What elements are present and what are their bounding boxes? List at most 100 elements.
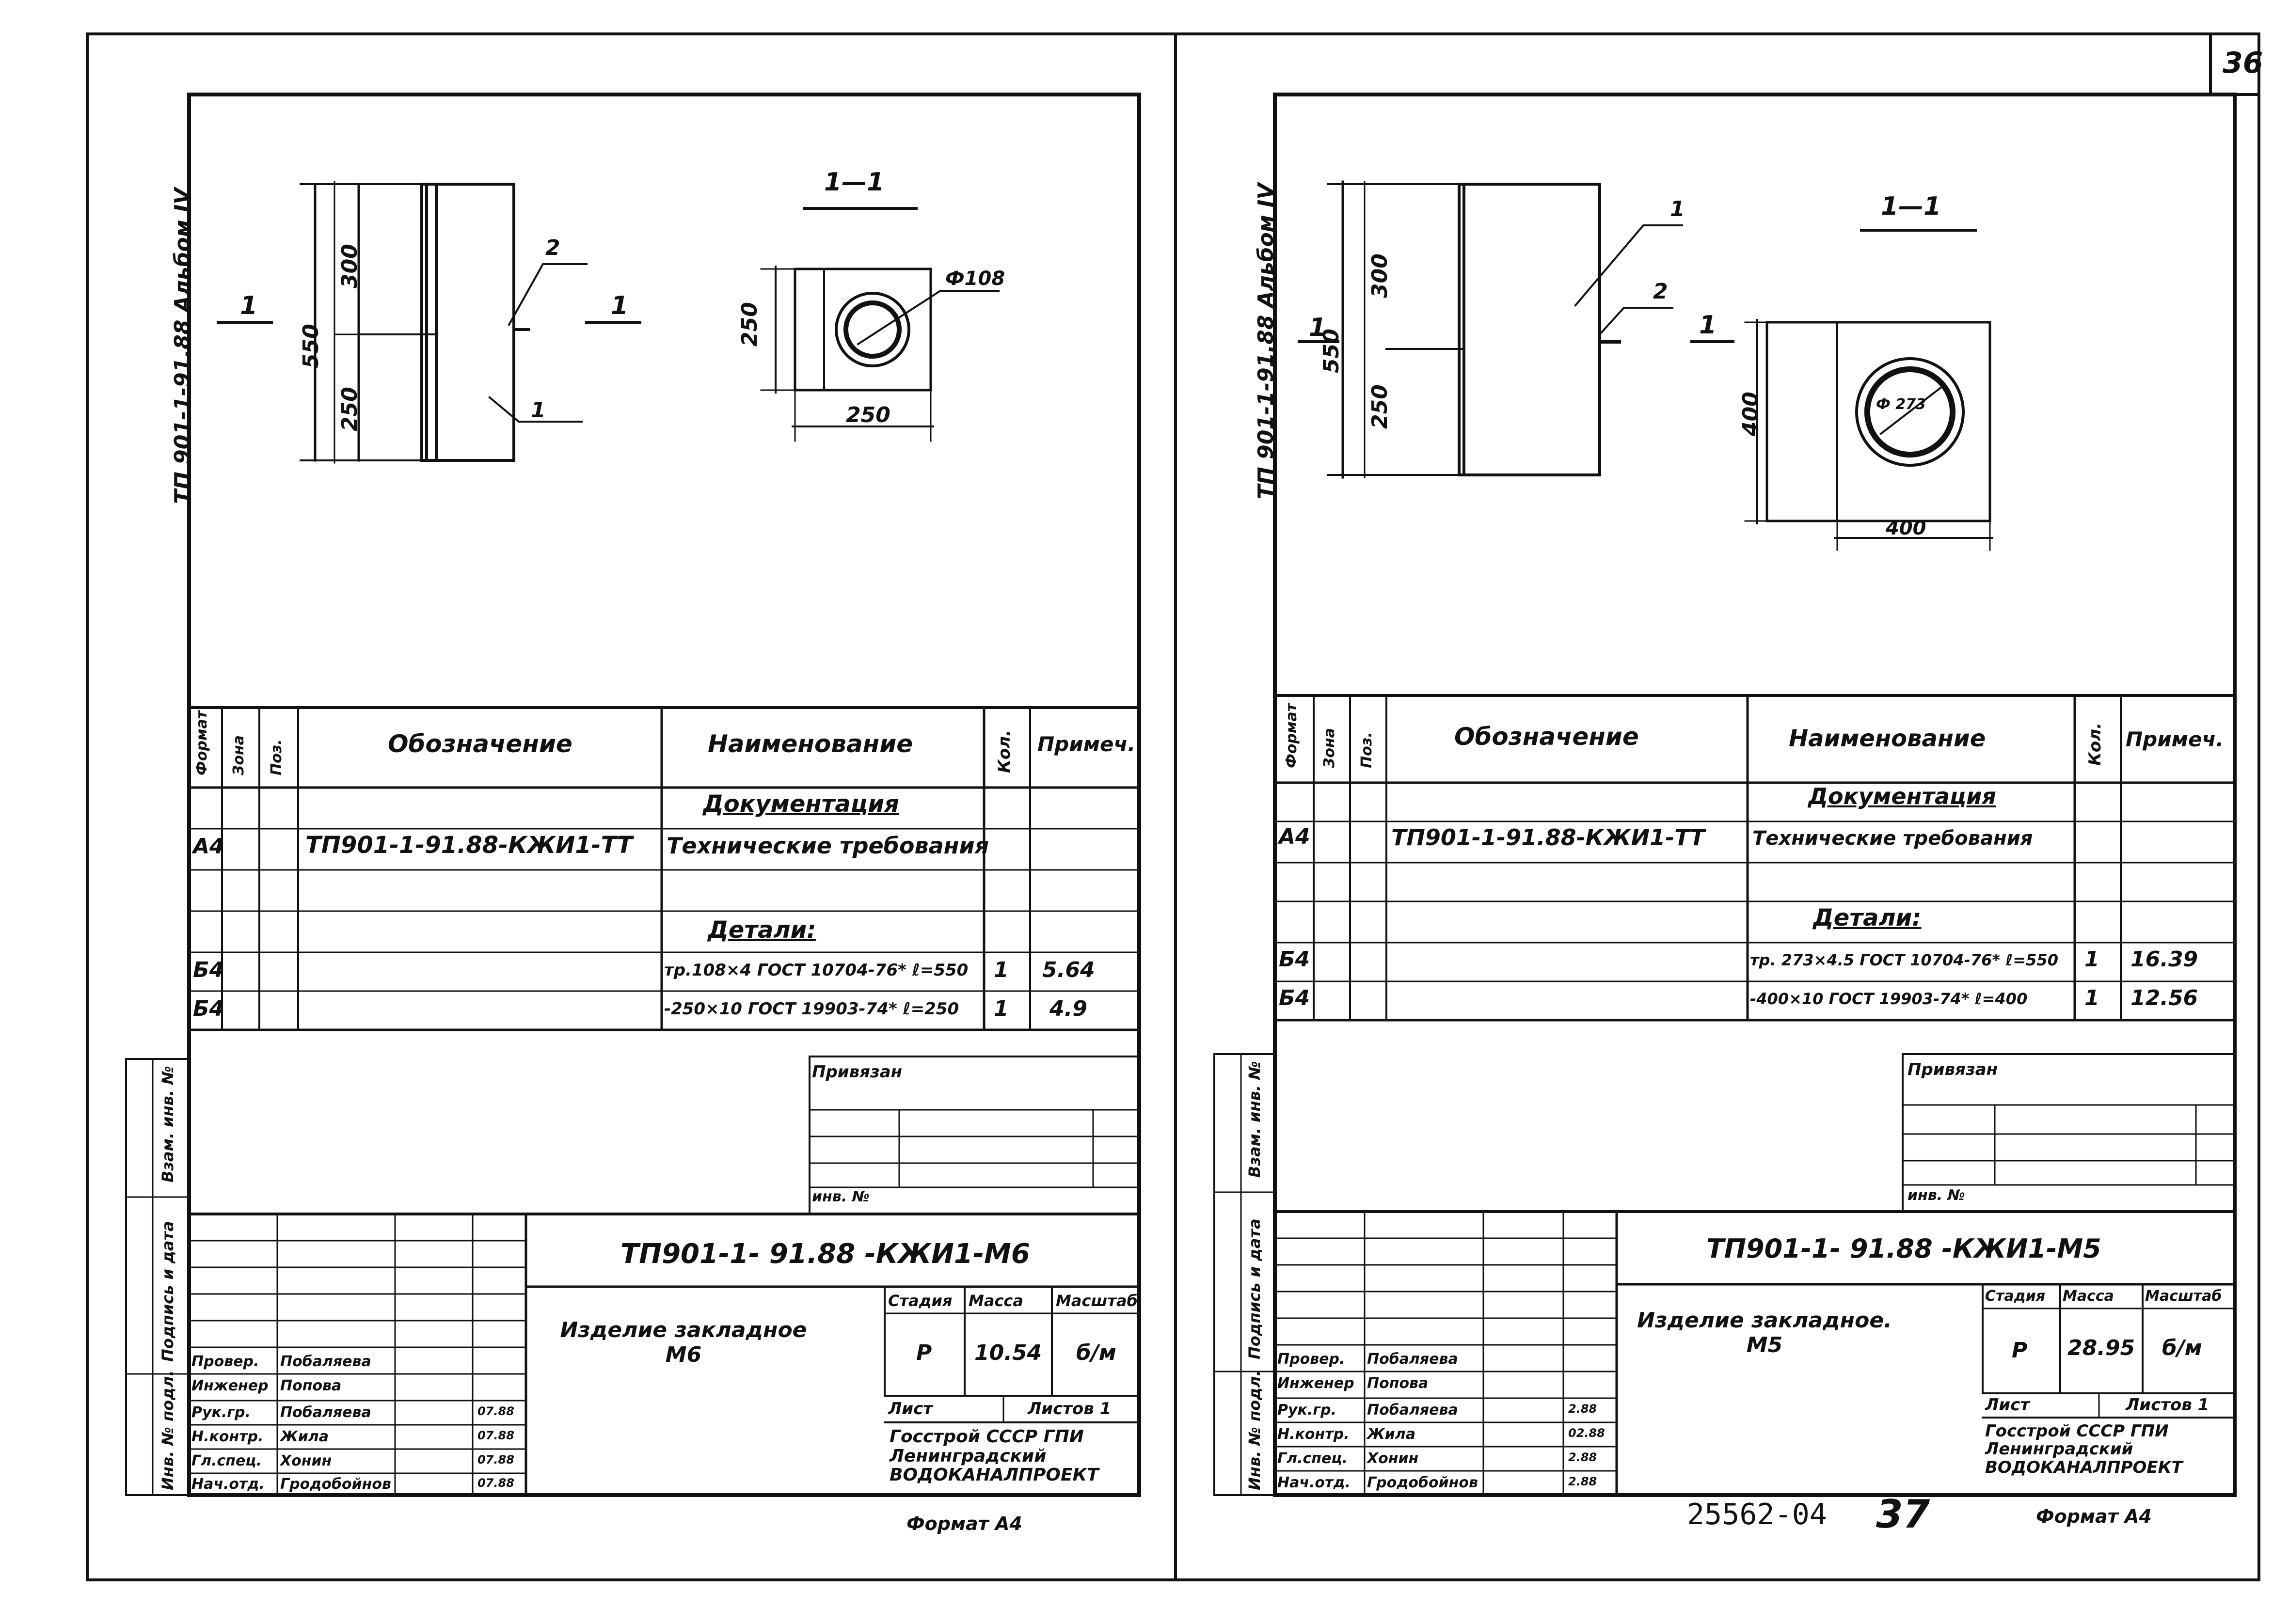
inv-no-left: инв. № — [812, 1188, 870, 1205]
role-2-name-left: Побаляева — [280, 1404, 371, 1421]
org-left: Госстрой СССР ГПИ Ленинградский ВОДОКАНА… — [890, 1427, 1099, 1485]
item-name-left: Изделие закладное М6 — [560, 1318, 807, 1367]
role-0-right: Провер. — [1277, 1351, 1345, 1368]
stamp-inv-left: Инв. № подл. — [159, 1370, 177, 1490]
scale-left: б/м — [1076, 1340, 1116, 1365]
spec-row-right-4-name: тр. 273×4.5 ГОСТ 10704-76* ℓ=550 — [1750, 951, 2058, 969]
role-1-right: Инженер — [1277, 1375, 1354, 1392]
drawing-code-right: ТП901-1- 91.88 -КЖИ1-М5 — [1706, 1233, 2101, 1264]
hdr-designation-left: Обозначение — [388, 730, 572, 758]
pipe-dia-right: Ф 273 — [1876, 396, 1926, 413]
spec-row-right-3-name: Детали: — [1813, 904, 1922, 931]
sheets-lbl-right: Листов 1 — [2126, 1395, 2210, 1415]
dim-upper-left: 300 — [337, 244, 362, 288]
mass-hdr-right: Масса — [2063, 1288, 2114, 1305]
hdr-note-right: Примеч. — [2126, 727, 2224, 751]
spec-row-left-1-designation: ТП901-1-91.88-КЖИ1-ТТ — [305, 832, 633, 859]
role-3-name-left: Жила — [280, 1428, 329, 1445]
album-ref-right: ТП 901-1-91.88 Альбом IV — [1254, 183, 1278, 499]
role-0-name-right: Побаляева — [1367, 1351, 1458, 1368]
spec-row-left-1-name: Технические требования — [667, 833, 989, 859]
document-code: 25562-04 — [1687, 1498, 1827, 1531]
role-5-name-right: Гродобойнов — [1367, 1474, 1478, 1491]
stage-hdr-left: Стадия — [888, 1292, 953, 1310]
hdr-qty-left: Кол. — [995, 730, 1014, 773]
callout-2-left: 2 — [545, 236, 560, 260]
spec-row-left-4-note: 5.64 — [1042, 958, 1095, 982]
role-1-left: Инженер — [191, 1377, 269, 1394]
privyazan-left: Привязан — [812, 1062, 903, 1082]
spec-row-left-1-format: А4 — [193, 834, 224, 859]
role-2-right: Рук.гр. — [1277, 1402, 1336, 1419]
spec-row-left-5-note: 4.9 — [1049, 996, 1087, 1021]
section-mark-left-b: 1 — [611, 291, 629, 320]
scale-hdr-right: Масштаб — [2145, 1288, 2222, 1305]
role-5-right: Нач.отд. — [1277, 1474, 1351, 1491]
role-4-right: Гл.спец. — [1277, 1450, 1348, 1467]
callout-1-left: 1 — [531, 398, 546, 423]
role-3-date-left: 07.88 — [477, 1429, 514, 1442]
spec-row-right-4-qty: 1 — [2084, 947, 2099, 972]
plate-w-left: 250 — [846, 403, 890, 427]
pipe-dia-left: Ф108 — [945, 268, 1005, 290]
hdr-zone-left: Зона — [230, 735, 247, 775]
role-3-right: Н.контр. — [1277, 1426, 1350, 1443]
spec-row-right-0-name: Документация — [1808, 783, 1996, 809]
hdr-zone-right: Зона — [1321, 728, 1338, 768]
scale-hdr-left: Масштаб — [1056, 1292, 1138, 1310]
dim-lower-left: 250 — [337, 387, 362, 431]
spec-row-right-5-format: Б4 — [1279, 986, 1310, 1010]
section-mark-right-a: 1 — [1309, 313, 1327, 342]
stamp-vzam-left: Взам. инв. № — [159, 1066, 177, 1183]
role-5-name-left: Гродобойнов — [280, 1476, 391, 1493]
stage-hdr-right: Стадия — [1985, 1288, 2046, 1305]
format-right: Формат А4 — [2036, 1506, 2152, 1527]
dim-total-left: 550 — [299, 324, 323, 368]
spec-row-right-5-note: 12.56 — [2130, 986, 2198, 1010]
hdr-pos-right: Поз. — [1358, 732, 1375, 768]
dim-lower-right: 250 — [1367, 384, 1392, 429]
stamp-inv-right: Инв. № подл. — [1245, 1370, 1264, 1490]
plate-h-left: 250 — [737, 302, 762, 347]
role-5-date-right: 2.88 — [1568, 1475, 1597, 1488]
hdr-name-right: Наименование — [1789, 725, 1986, 752]
spec-row-left-3-name: Детали: — [708, 916, 816, 944]
hdr-format-left: Формат — [193, 710, 210, 775]
hdr-qty-right: Кол. — [2085, 723, 2105, 766]
section-mark-left-a: 1 — [240, 291, 258, 320]
mass-right: 28.95 — [2067, 1336, 2135, 1360]
section-mark-right-b: 1 — [1699, 311, 1717, 340]
spec-row-left-4-qty: 1 — [994, 958, 1009, 982]
album-ref-left: ТП 901-1-91.88 Альбом IV — [170, 188, 195, 504]
spec-row-right-4-note: 16.39 — [2130, 947, 2198, 972]
spec-row-right-5-qty: 1 — [2084, 986, 2099, 1010]
role-3-left: Н.контр. — [191, 1428, 264, 1445]
role-1-name-right: Попова — [1367, 1375, 1429, 1392]
role-4-name-right: Хонин — [1367, 1450, 1419, 1467]
role-5-date-left: 07.88 — [477, 1476, 514, 1490]
role-2-name-right: Побаляева — [1367, 1402, 1458, 1419]
sheet-lbl-left: Лист — [888, 1399, 933, 1419]
plate-w-right: 400 — [1886, 517, 1926, 539]
hdr-note-left: Примеч. — [1037, 732, 1136, 756]
dim-upper-right: 300 — [1367, 253, 1392, 298]
role-4-date-left: 07.88 — [477, 1453, 514, 1466]
plate-h-right: 400 — [1738, 392, 1763, 436]
item-name-right: Изделие закладное. М5 — [1637, 1308, 1892, 1357]
role-4-left: Гл.спец. — [191, 1452, 262, 1469]
role-5-left: Нач.отд. — [191, 1476, 265, 1493]
sheet-lbl-right: Лист — [1985, 1395, 2030, 1415]
role-3-date-right: 02.88 — [1568, 1426, 1605, 1440]
role-0-left: Провер. — [191, 1353, 259, 1370]
spec-row-left-5-qty: 1 — [994, 996, 1009, 1021]
org-right: Госстрой СССР ГПИ Ленинградский ВОДОКАНА… — [1985, 1421, 2183, 1477]
callout-1-right: 1 — [1670, 197, 1685, 221]
spec-row-left-4-format: Б4 — [193, 958, 224, 982]
spec-row-right-1-format: А4 — [1279, 824, 1310, 849]
mass-left: 10.54 — [974, 1340, 1042, 1365]
privyazan-right: Привязан — [1908, 1060, 1998, 1079]
stage-left: Р — [916, 1340, 932, 1365]
spec-row-left-5-name: -250×10 ГОСТ 19903-74* ℓ=250 — [664, 999, 959, 1019]
